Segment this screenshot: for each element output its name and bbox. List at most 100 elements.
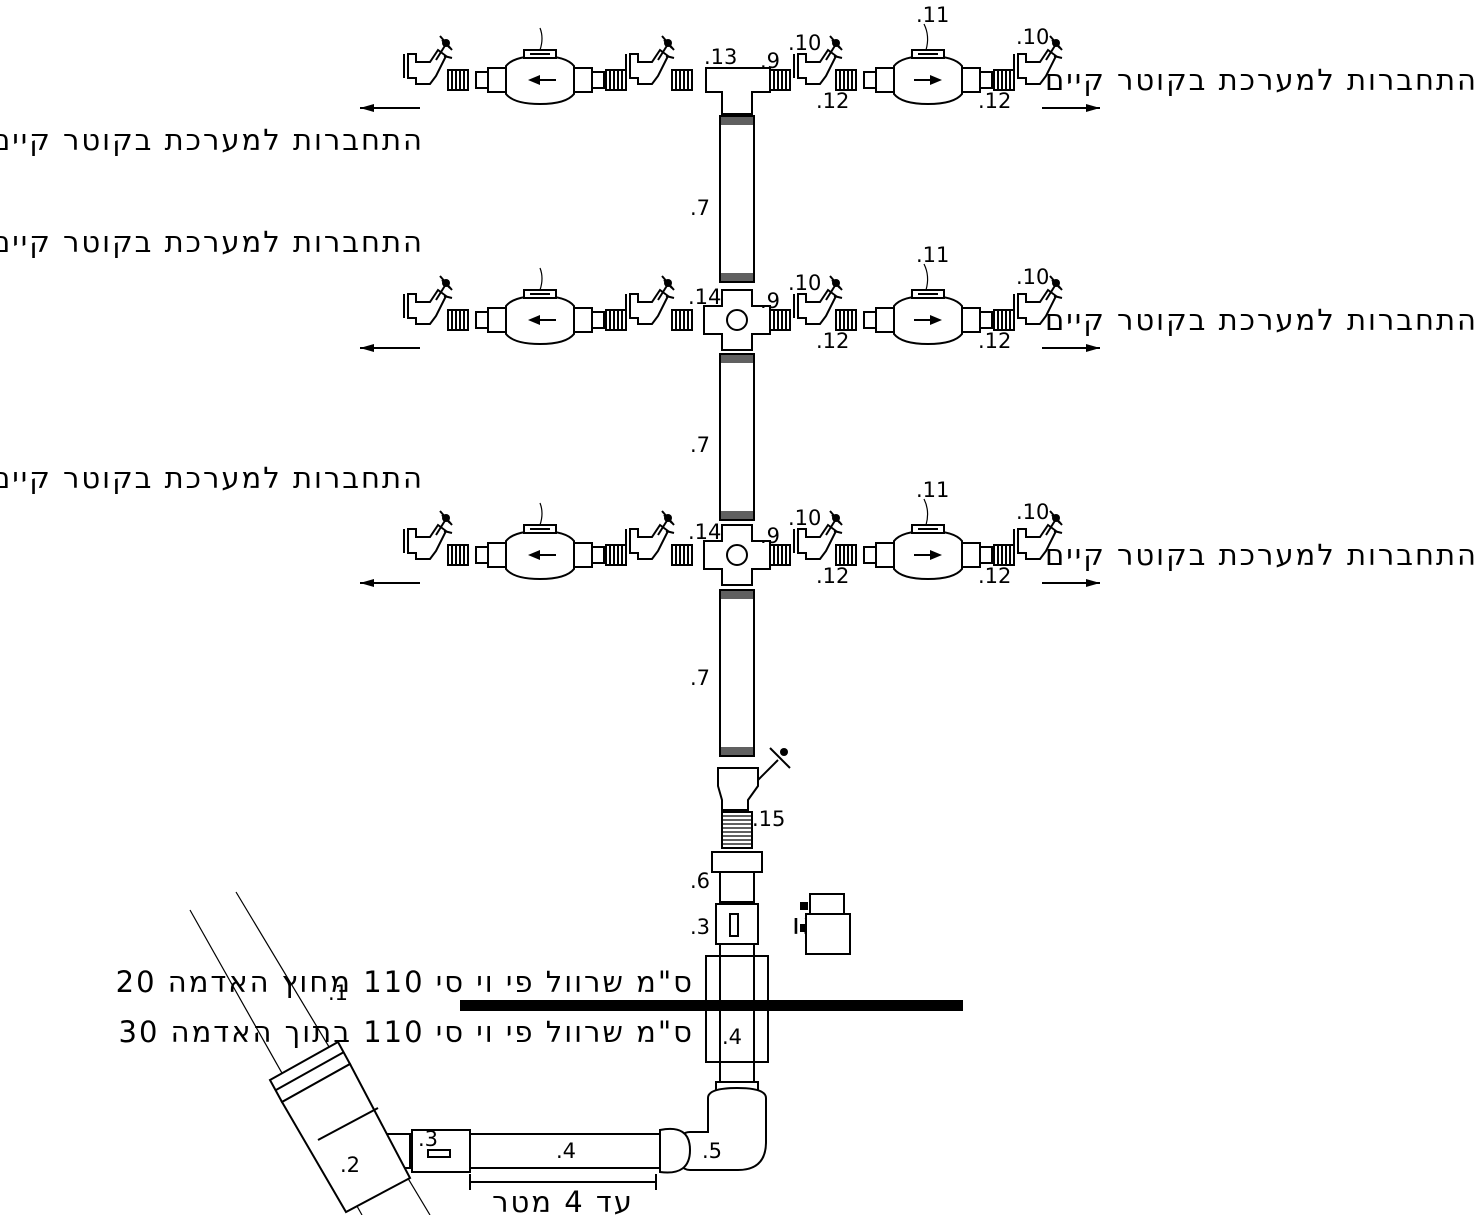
alternative-fitting-icon: [800, 893, 851, 955]
distribution-row: .14 .9 .10 .11 .10 .12 .12 התחברות למערכת בקוטר…: [0, 225, 1478, 353]
part-number-label: .12: [816, 564, 849, 588]
part-number-label: .10: [788, 271, 821, 295]
part-number-label: .10: [788, 31, 821, 55]
coupling-icon: [769, 309, 791, 331]
outflow-arrow-left: [360, 579, 420, 587]
part-number-label: .11: [916, 243, 949, 267]
angle-valve-icon: [625, 510, 675, 560]
pipe-coupling: [715, 903, 759, 945]
part-number-label: .10: [788, 506, 821, 530]
coupling-icon: [835, 69, 857, 91]
strainer-valve: [717, 747, 791, 811]
part-number-label: .2: [340, 1153, 360, 1177]
angle-valve-icon: [625, 35, 675, 85]
flow-arrow-icon: [528, 315, 540, 325]
threaded-nipple: [721, 811, 753, 849]
water-meter-icon: [863, 289, 993, 345]
riser-number-label: .7: [690, 666, 710, 690]
coupling-icon: [769, 544, 791, 566]
coupling-icon: [671, 309, 693, 331]
part-number-label: .1: [328, 981, 348, 1005]
part-number-label: .9: [760, 524, 780, 548]
coupling-icon: [605, 544, 627, 566]
part-number-label: .12: [816, 329, 849, 353]
outflow-arrow-left: [360, 104, 420, 112]
part-number-label: .5: [702, 1139, 722, 1163]
coupling-icon: [447, 69, 469, 91]
part-number-label: .4: [722, 1025, 742, 1049]
distribution-row: .13 .9 .10 .11 .10 .12 .12 התחברות למערכת בקוטר…: [0, 3, 1478, 157]
riser-pipe: .7: [690, 589, 755, 757]
coupling-icon: [993, 309, 1015, 331]
part-number-label: .3: [418, 1127, 438, 1151]
connection-label-left: התחברות למערכת בקוטר קיים: [0, 123, 424, 157]
supply-assembly: .15.6.3או.420 ס"מ שרוול פי וי סי 110 מחו…: [116, 747, 963, 1215]
outflow-arrow-left: [360, 344, 420, 352]
water-meter-icon: [863, 524, 993, 580]
coupling-icon: [769, 69, 791, 91]
part-number-label: .12: [816, 89, 849, 113]
part-number-label: .12: [978, 89, 1011, 113]
cross-fitting: [703, 289, 771, 351]
dimension-line: עד 4 מטר: [469, 1174, 657, 1215]
connection-label-right: התחברות למערכת בקוטר קיים: [1045, 303, 1478, 337]
flow-arrow-icon: [930, 75, 942, 85]
sleeve-below-ground-text: 30 ס"מ שרוול פי וי סי 110 בתוך האדמה: [119, 1015, 694, 1049]
dimension-text: עד 4 מטר: [492, 1185, 634, 1215]
part-number-label: .11: [916, 3, 949, 27]
sleeve-above-ground-text: 20 ס"מ שרוול פי וי סי 110 מחוץ האדמה: [116, 965, 694, 999]
coupling-icon: [447, 309, 469, 331]
part-number-label: .10: [1016, 500, 1049, 524]
connection-label-right: התחברות למערכת בקוטר קיים: [1045, 63, 1478, 97]
part-number-label: .9: [760, 49, 780, 73]
coupling-icon: [671, 69, 693, 91]
riser-number-label: .7: [690, 433, 710, 457]
union-adapter: [711, 851, 763, 903]
junction-number-label: .13: [704, 45, 737, 69]
coupling-icon: [605, 309, 627, 331]
angle-valve-icon: [625, 275, 675, 325]
part-number-label: .12: [978, 329, 1011, 353]
ground-line: [460, 1000, 963, 1011]
part-number-label: .6: [690, 869, 710, 893]
coupling-icon: [447, 544, 469, 566]
part-number-label: .3: [690, 915, 710, 939]
riser-pipe: .7: [690, 115, 755, 283]
angle-valve-icon: [403, 510, 453, 560]
outflow-arrow-right: [1042, 344, 1100, 352]
riser-number-label: .7: [690, 196, 710, 220]
flow-arrow-icon: [528, 550, 540, 560]
water-meter-icon: [863, 49, 993, 105]
angle-valve-icon: [403, 35, 453, 85]
part-number-label: .4: [556, 1139, 576, 1163]
main-diagonal-pipe: [189, 891, 431, 1215]
coupling-icon: [671, 544, 693, 566]
main-riser: .7 .7 .7: [690, 115, 755, 757]
part-number-label: .11: [916, 478, 949, 502]
cross-fitting: [703, 524, 771, 586]
connection-label-left: התחברות למערכת בקוטר קיים: [0, 225, 424, 259]
coupling-icon: [605, 69, 627, 91]
horizontal-pipe: [469, 1128, 692, 1174]
angle-valve-icon: [403, 275, 453, 325]
part-number-label: .10: [1016, 25, 1049, 49]
pvc-sleeve: [705, 943, 769, 1085]
part-number-label: .15: [752, 807, 785, 831]
junction-number-label: .14: [688, 285, 721, 309]
coupling-icon: [835, 309, 857, 331]
pipe-coupling: [411, 1129, 471, 1173]
coupling-icon: [835, 544, 857, 566]
flow-arrow-icon: [528, 75, 540, 85]
part-number-label: .9: [760, 289, 780, 313]
outflow-arrow-right: [1042, 579, 1100, 587]
riser-pipe: .7: [690, 353, 755, 521]
coupling-icon: [993, 69, 1015, 91]
distribution-rows: .13 .9 .10 .11 .10 .12 .12 התחברות למערכת בקוטר…: [0, 3, 1478, 588]
connection-label-right: התחברות למערכת בקוטר קיים: [1045, 538, 1478, 572]
part-number-label: .10: [1016, 265, 1049, 289]
flow-arrow-icon: [930, 550, 942, 560]
outflow-arrow-right: [1042, 104, 1100, 112]
